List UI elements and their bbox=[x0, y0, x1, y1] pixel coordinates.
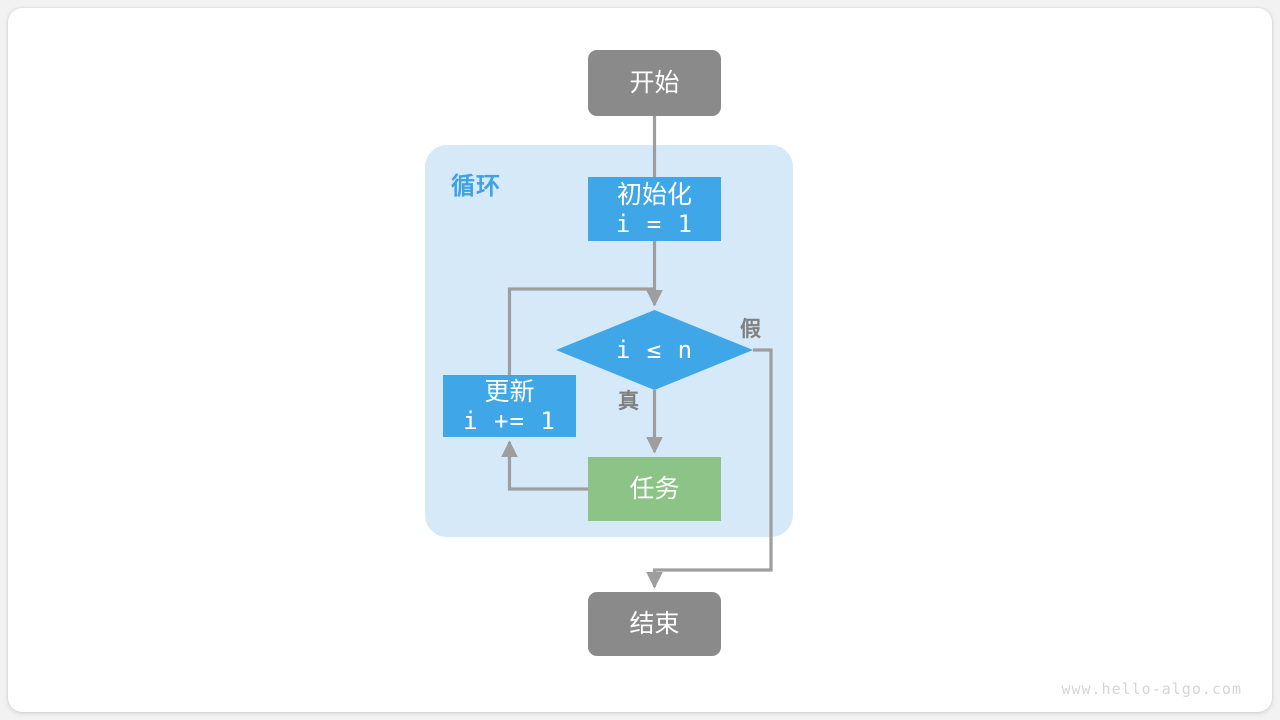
watermark-text: www.hello-algo.com bbox=[1061, 680, 1242, 698]
node-init[interactable] bbox=[588, 177, 721, 241]
node-start[interactable] bbox=[588, 50, 721, 116]
node-update[interactable] bbox=[443, 375, 576, 437]
edge-label-false: 假 bbox=[740, 317, 761, 341]
node-task[interactable] bbox=[588, 457, 721, 521]
node-condition[interactable] bbox=[556, 310, 753, 390]
edge-label-true: 真 bbox=[618, 389, 639, 413]
loop-group-label: 循环 bbox=[451, 172, 501, 200]
edge-update-to-condition bbox=[507, 287, 655, 375]
node-end[interactable] bbox=[588, 592, 721, 656]
edge-task-to-update bbox=[501, 440, 588, 491]
edge-condition-to-end bbox=[646, 348, 773, 589]
